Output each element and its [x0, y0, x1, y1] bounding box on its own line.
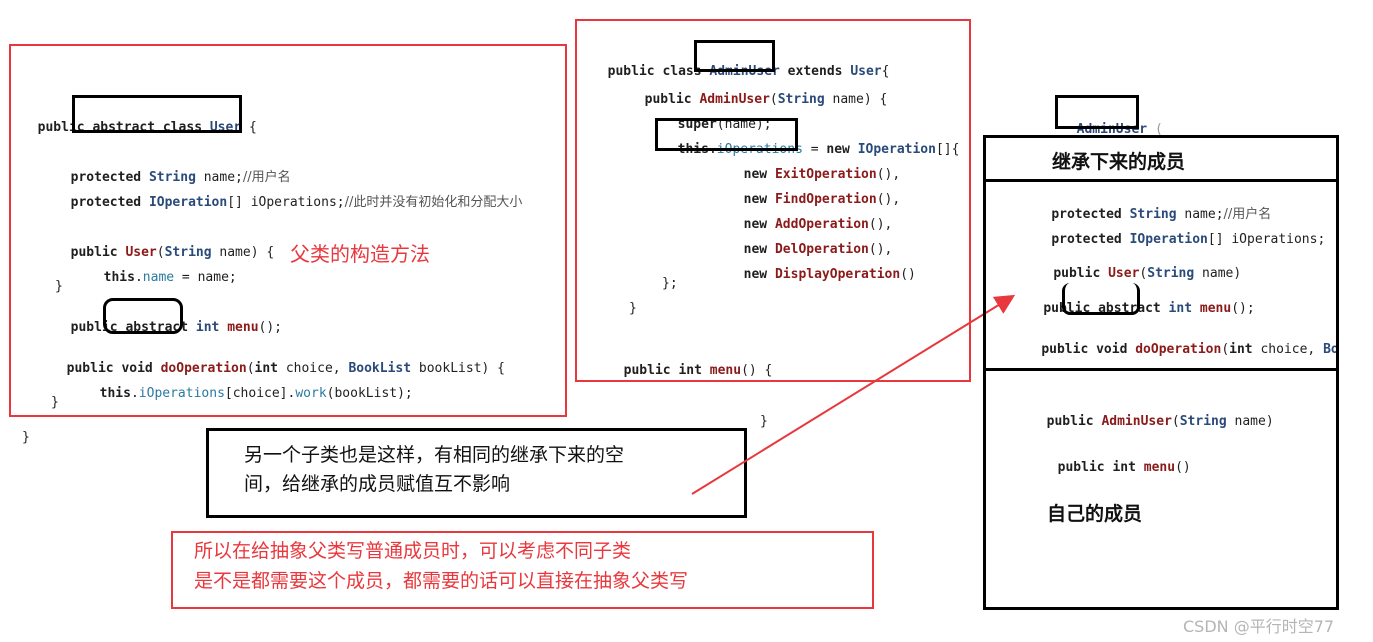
memory-layout-frame [983, 135, 1339, 610]
right-line-ctor: public User(String name) [1053, 266, 1242, 281]
left-line-ops-field: protected IOperation[] iOperations;//此时并… [70, 195, 523, 210]
right-inherited-area: protected String name;//用户名 protected IO… [986, 182, 1336, 368]
right-abstract-highlight [1062, 283, 1140, 315]
csdn-watermark: CSDN @平行时空77 [1183, 617, 1335, 636]
right-class-label-highlight [1055, 95, 1139, 129]
own-members-title: 自己的成员 [1047, 503, 1143, 525]
abstract-advice-line2: 是不是都需要这个成员，都需要的话可以直接在抽象父类写 [194, 570, 689, 592]
inherited-members-title: 继承下来的成员 [1052, 151, 1186, 173]
right-class-label: AdminUser ( [1076, 122, 1163, 137]
parent-class-frame [9, 44, 567, 417]
this-ioperations-highlight [655, 118, 798, 151]
right-own-menu: public int menu() [1057, 460, 1191, 475]
mid-op-find: new FindOperation(), [743, 192, 901, 207]
adminuser-class-frame [575, 19, 971, 382]
left-line-ctor-body: this.name = name; [103, 270, 237, 285]
mid-op-del: new DelOperation(), [743, 242, 893, 257]
subclass-note-box [206, 428, 747, 518]
subclass-note-line2: 间，给继承的成员赋值互不影响 [244, 473, 511, 495]
parent-constructor-label: 父类的构造方法 [290, 242, 430, 266]
subclass-note-line1: 另一个子类也是这样，有相同的继承下来的空 [244, 444, 625, 466]
left-line-dooperation: public void doOperation(int choice, Book… [66, 361, 505, 376]
mid-op-add: new AddOperation(), [743, 217, 893, 232]
adminuser-name-highlight [694, 40, 775, 72]
mid-op-display: new DisplayOperation() [743, 267, 916, 282]
mid-op-exit: new ExitOperation(), [743, 167, 901, 182]
right-line-dooperation: public void doOperation(int choice, Book… [1041, 342, 1336, 357]
inherited-title-divider [983, 179, 1339, 182]
abstract-advice-line1: 所以在给抽象父类写普通成员时，可以考虑不同子类 [194, 540, 632, 562]
left-line-ctor: public User(String name) { [70, 245, 275, 260]
abstract-method-highlight [103, 298, 183, 334]
mid-line-close-array: }; [662, 276, 678, 291]
right-line-name-field: protected String name;//用户名 [1051, 207, 1272, 222]
right-line-ops-field: protected IOperation[] iOperations; [1051, 232, 1326, 247]
left-line-dooperation-close: } [51, 395, 59, 410]
right-own-ctor: public AdminUser(String name) [1046, 414, 1274, 429]
left-line-name-field: protected String name;//用户名 [70, 170, 291, 185]
mid-line-menu: public int menu() { [623, 363, 773, 378]
left-line-dooperation-body: this.iOperations[choice].work(bookList); [99, 386, 413, 401]
mid-line-ctor: public AdminUser(String name) { [644, 92, 888, 107]
own-members-divider [983, 368, 1339, 371]
abstract-advice-box [171, 531, 874, 609]
left-line-class-close: } [22, 430, 30, 445]
abstract-class-highlight [72, 95, 242, 133]
arrow-line [691, 294, 1016, 495]
left-line-ctor-close: } [55, 279, 63, 294]
mid-line-close-ctor: } [629, 301, 637, 316]
mid-line-outer-close: } [760, 414, 768, 429]
